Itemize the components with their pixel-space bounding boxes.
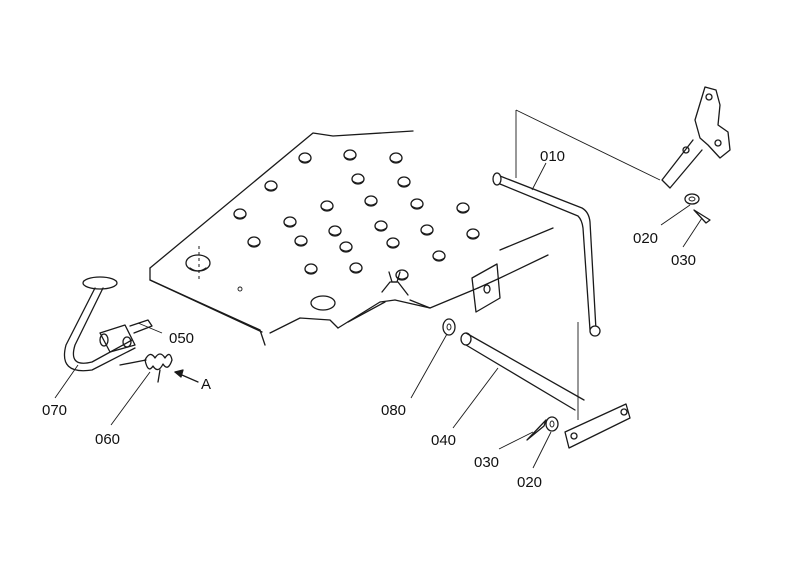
plate-dimple (410, 198, 424, 210)
plate-dimple (420, 224, 434, 236)
plate-dimple (466, 228, 480, 240)
label-070: 070 (42, 402, 67, 419)
plate-dimple (456, 202, 470, 214)
label-050: 050 (169, 330, 194, 347)
plate-dimple (294, 235, 308, 247)
plate-dimple (264, 180, 278, 192)
plate-dimple (351, 173, 365, 185)
plate-dimple (233, 208, 247, 220)
label-030-bottom: 030 (474, 454, 499, 471)
label-020-bottom: 020 (517, 474, 542, 491)
plate-dimple (247, 236, 261, 248)
plate-dimple (339, 241, 353, 253)
rod-010 (492, 109, 661, 420)
pedal-070 (63, 276, 153, 372)
label-010: 010 (540, 148, 565, 165)
label-080: 080 (381, 402, 406, 419)
part-labels: 010 020 030 050 070 060 080 040 030 020 … (42, 148, 696, 491)
plate-dimple (349, 262, 363, 274)
plate-dimple (432, 250, 446, 262)
plate-dimple (304, 263, 318, 275)
pedal-lever-bracket (661, 86, 731, 224)
spring-060 (119, 353, 173, 383)
label-040: 040 (431, 432, 456, 449)
plate-dimple (343, 149, 357, 161)
plate-dimple (397, 176, 411, 188)
label-030-top: 030 (671, 252, 696, 269)
plate-dimple (386, 237, 400, 249)
plate-dimple (374, 220, 388, 232)
plate-dimple (298, 152, 312, 164)
label-060: 060 (95, 431, 120, 448)
plate-dimple (389, 152, 403, 164)
leader-lines (54, 162, 703, 469)
view-arrow-a (174, 369, 199, 383)
floor-plate (149, 130, 554, 346)
plate-dimple (320, 200, 334, 212)
label-arrow-a: A (201, 376, 211, 393)
rod-040 (442, 318, 631, 449)
label-020-top: 020 (633, 230, 658, 247)
plate-dimple (283, 216, 297, 228)
plate-dimple (364, 195, 378, 207)
plate-dimple (395, 269, 409, 281)
plate-dimple (328, 225, 342, 237)
